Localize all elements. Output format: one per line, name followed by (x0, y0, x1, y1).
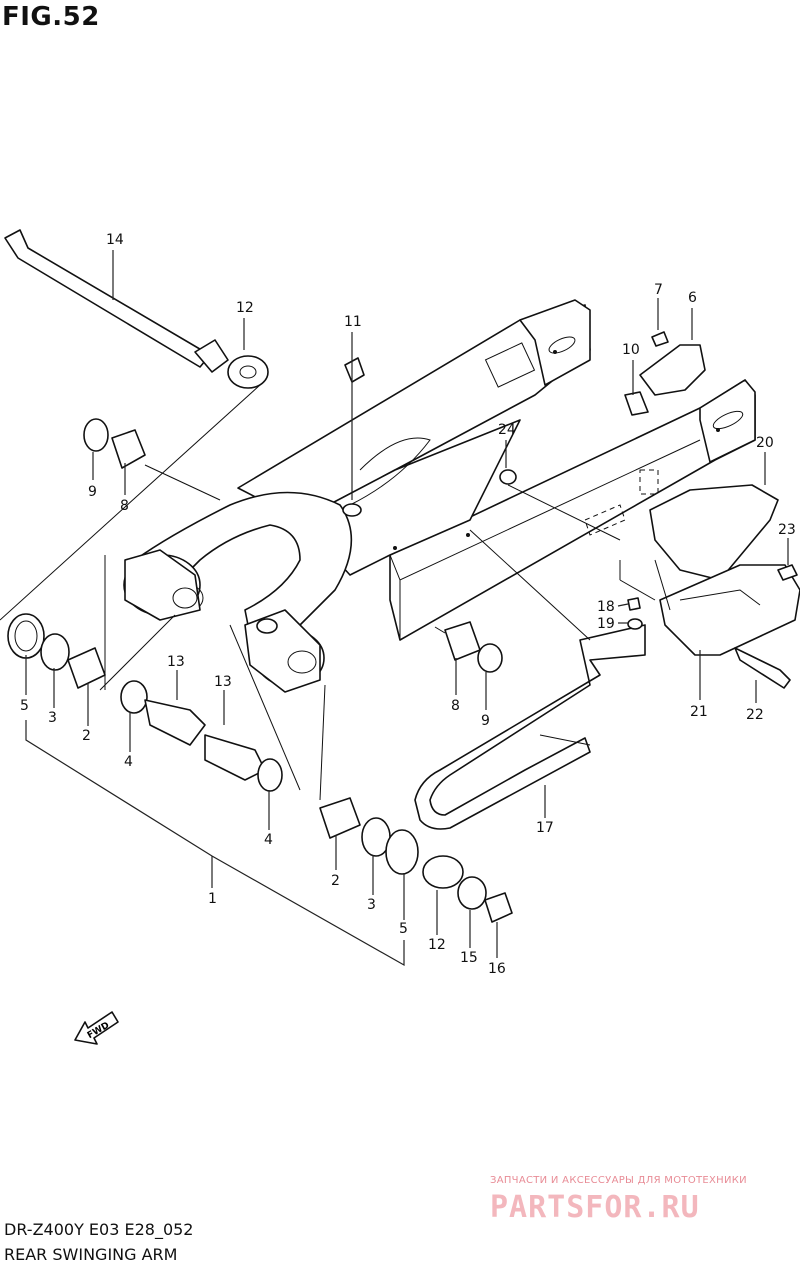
callout-18: 18 (597, 599, 615, 615)
screw-7 (651, 331, 669, 347)
callout-19: 19 (597, 616, 615, 632)
bearing-8b (444, 621, 481, 661)
callout-labels: 14 12 11 7 6 10 24 20 23 9 8 18 19 21 22… (20, 232, 796, 977)
callout-5: 5 (20, 698, 29, 714)
callout-14: 14 (106, 232, 124, 248)
washer-12b (422, 855, 464, 889)
spacer-13a (144, 699, 206, 746)
washer-19 (627, 618, 643, 630)
nut-24 (499, 469, 517, 485)
callout-2: 2 (82, 728, 91, 744)
seal-9 (83, 418, 109, 452)
callout-20: 20 (756, 435, 774, 451)
bracket-6 (639, 344, 706, 396)
washer-4b (257, 758, 283, 792)
callout-1: 1 (208, 891, 217, 907)
bearing-8 (111, 429, 146, 469)
dust-seal-5b (385, 829, 419, 875)
bolt-22 (734, 647, 791, 689)
callout-8b: 8 (451, 698, 460, 714)
callout-10: 10 (622, 342, 640, 358)
chain-guide (649, 484, 800, 656)
callout-9b: 9 (481, 713, 490, 729)
callout-17: 17 (536, 820, 554, 836)
leader-lines (0, 250, 789, 967)
callout-23: 23 (778, 522, 796, 538)
washer-15 (457, 876, 487, 910)
callout-4b: 4 (264, 832, 273, 848)
figure-title: FIG.52 (2, 2, 100, 32)
callout-2b: 2 (331, 873, 340, 889)
callout-11: 11 (344, 314, 362, 330)
callout-3: 3 (48, 710, 57, 726)
callout-13a: 13 (167, 654, 185, 670)
callout-3b: 3 (367, 897, 376, 913)
nut-16 (484, 892, 513, 923)
diagram-caption: REAR SWINGING ARM (4, 1245, 178, 1264)
seal-9b (477, 643, 503, 673)
callout-4: 4 (124, 754, 133, 770)
callout-22: 22 (746, 707, 764, 723)
watermark-subtitle: ЗАПЧАСТИ И АКСЕССУАРЫ ДЛЯ МОТОТЕХНИКИ (490, 1175, 747, 1186)
callout-12b: 12 (428, 937, 446, 953)
callout-16: 16 (488, 961, 506, 977)
spacer-13b (204, 734, 266, 781)
pivot-shaft (4, 229, 229, 373)
callout-9: 9 (88, 484, 97, 500)
grease-nipple (344, 357, 365, 383)
washer-12 (227, 355, 269, 389)
callout-8: 8 (120, 498, 129, 514)
screw-18 (627, 597, 641, 611)
model-code: DR-Z400Y E03 E28_052 (4, 1220, 194, 1239)
seal-3 (40, 633, 70, 671)
watermark-logo: PARTSFOR.RU (490, 1190, 700, 1225)
fwd-arrow-icon: FWD (74, 1011, 119, 1045)
bearing-2 (67, 647, 106, 689)
callout-24: 24 (498, 422, 516, 438)
swing-arm (123, 299, 756, 693)
chain-buffer (414, 624, 646, 830)
callout-6: 6 (688, 290, 697, 306)
washer-4 (120, 680, 148, 714)
callout-5b: 5 (399, 921, 408, 937)
callout-7: 7 (654, 282, 663, 298)
bearing-2b (319, 797, 361, 839)
bolt-23 (777, 564, 798, 581)
callout-12: 12 (236, 300, 254, 316)
callout-15: 15 (460, 950, 478, 966)
bolt-10 (624, 391, 649, 416)
callout-21: 21 (690, 704, 708, 720)
callout-13b: 13 (214, 674, 232, 690)
